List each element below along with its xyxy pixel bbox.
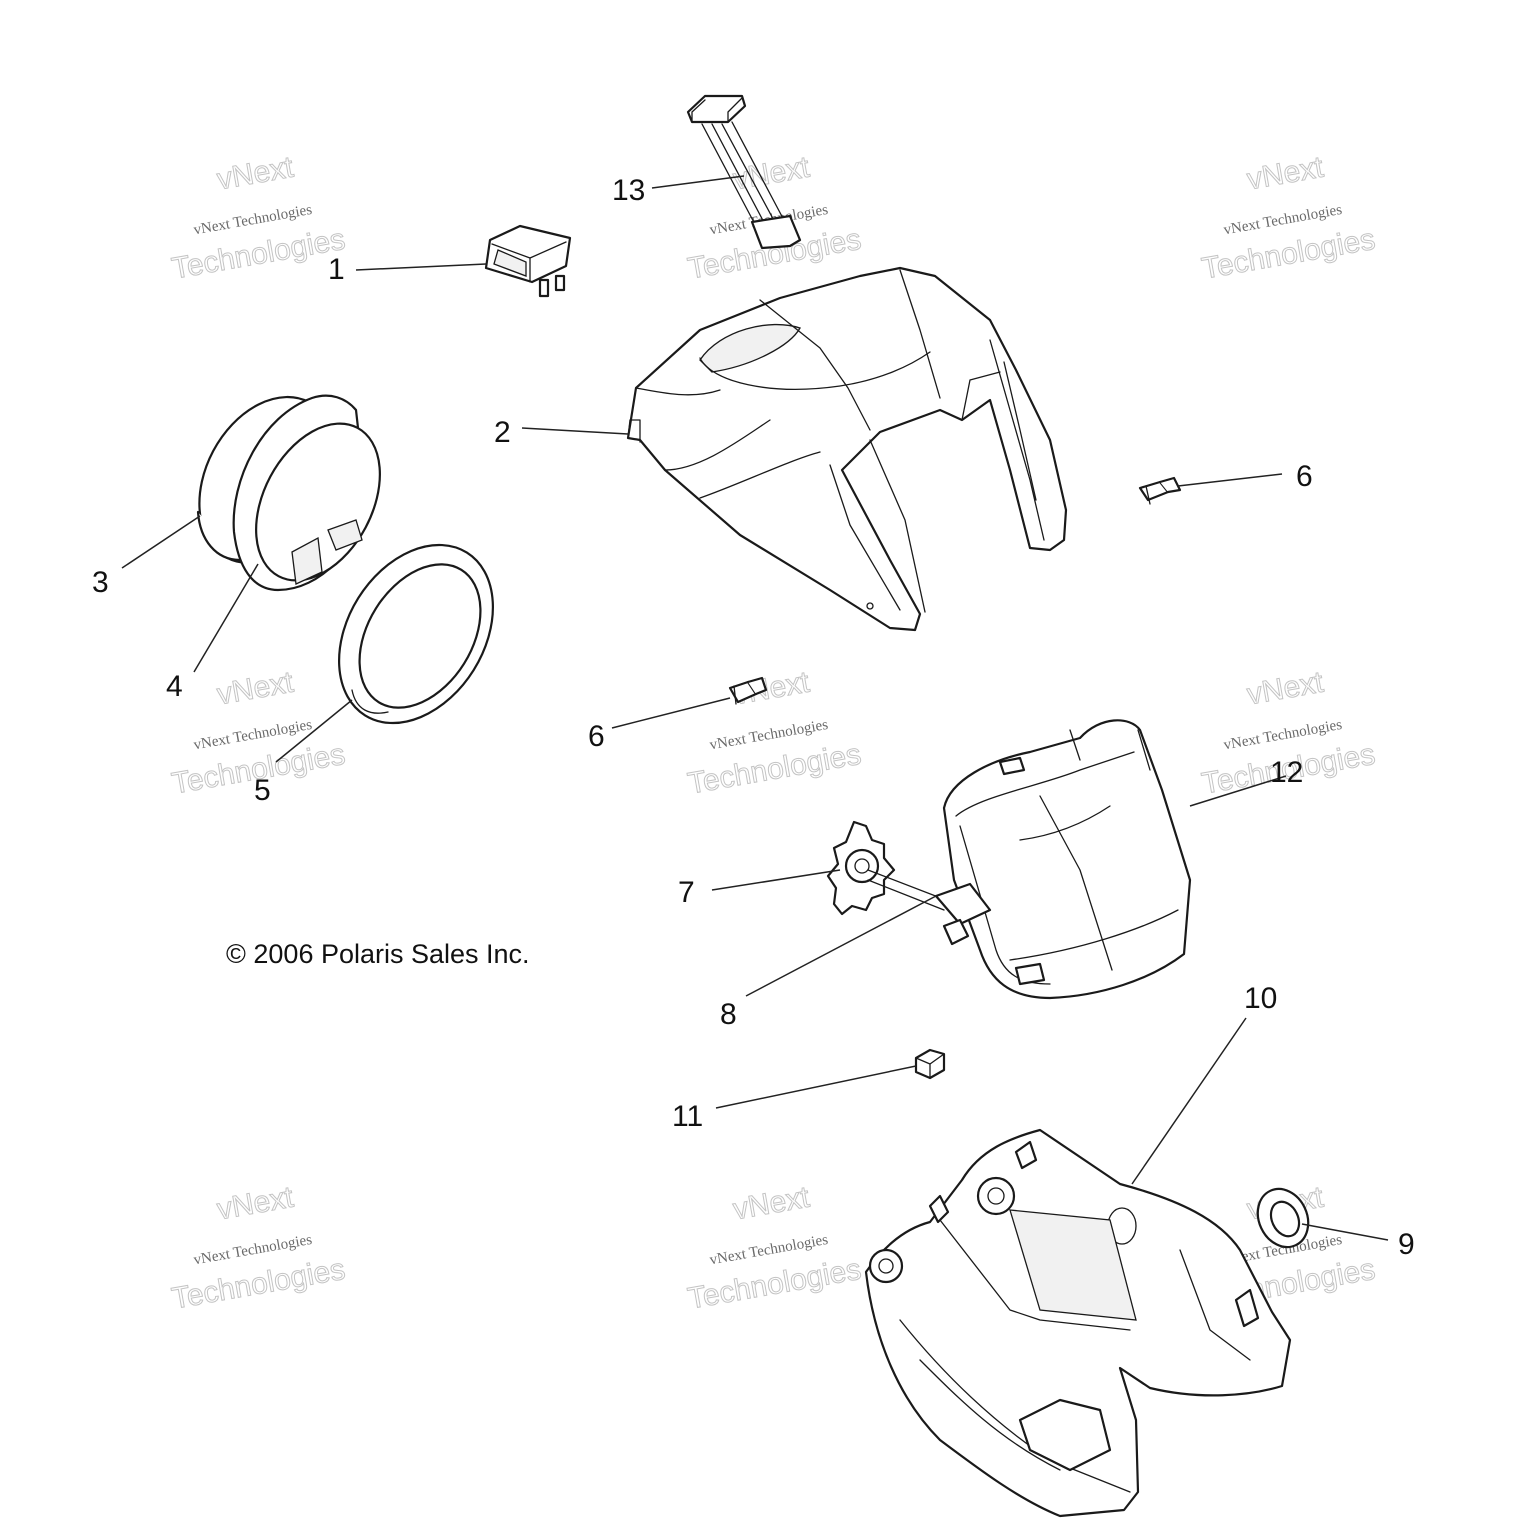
callout-3: 3	[92, 566, 109, 599]
callout-7: 7	[678, 876, 695, 909]
part-lower-housing[interactable]	[864, 1128, 1292, 1518]
part-screw[interactable]	[1138, 476, 1182, 505]
svg-text:vNext: vNext	[1245, 666, 1327, 712]
part-grommet[interactable]	[1249, 1181, 1318, 1256]
part-screw[interactable]	[728, 676, 768, 705]
part-adjuster-shaft[interactable]	[867, 869, 992, 946]
callout-11: 11	[672, 1100, 703, 1133]
part-wire-harness[interactable]	[686, 94, 802, 250]
callout-2: 2	[494, 416, 511, 449]
callout-5: 5	[254, 774, 271, 807]
callout-6: 6	[588, 720, 605, 753]
callout-8: 8	[720, 998, 737, 1031]
part-switch[interactable]	[484, 224, 572, 298]
callout-4: 4	[166, 670, 183, 703]
callout-6: 6	[1296, 460, 1313, 493]
copyright-text: © 2006 Polaris Sales Inc.	[226, 939, 530, 969]
svg-text:vNext: vNext	[1245, 151, 1327, 197]
watermark: vNext vNext Technologies Technologies	[169, 1180, 348, 1316]
part-headlight-assembly[interactable]	[942, 719, 1192, 1000]
watermark: vNext vNext Technologies Technologies	[685, 150, 864, 286]
watermark: vNext vNext Technologies Technologies	[685, 1180, 864, 1316]
watermark: vNext vNext Technologies Technologies	[685, 665, 864, 801]
callout-12: 12	[1270, 756, 1303, 789]
watermark: vNext vNext Technologies Technologies	[1199, 150, 1378, 286]
leader-lines	[121, 175, 1389, 1241]
part-gauge[interactable]	[231, 394, 405, 602]
callout-labels: 1 2 3 4 5 6 6 7 8 9 10 11 12 13	[92, 174, 1415, 1261]
watermark: vNext vNext Technologies Technologies	[169, 665, 348, 801]
part-headlight-pod-cover[interactable]	[626, 266, 1068, 632]
svg-text:vNext: vNext	[731, 151, 813, 197]
part-gauge-ring[interactable]	[307, 517, 524, 752]
callout-1: 1	[328, 253, 345, 286]
part-sprocket-gear[interactable]	[826, 820, 896, 916]
part-clip[interactable]	[914, 1048, 946, 1080]
watermark: vNext vNext Technologies Technologies	[169, 150, 348, 286]
svg-text:vNext: vNext	[215, 151, 297, 197]
svg-text:vNext: vNext	[215, 1181, 297, 1227]
callout-9: 9	[1398, 1228, 1415, 1261]
svg-text:vNext: vNext	[731, 1181, 813, 1227]
callout-10: 10	[1244, 982, 1277, 1015]
svg-text:vNext: vNext	[215, 666, 297, 712]
callout-13: 13	[612, 174, 645, 207]
